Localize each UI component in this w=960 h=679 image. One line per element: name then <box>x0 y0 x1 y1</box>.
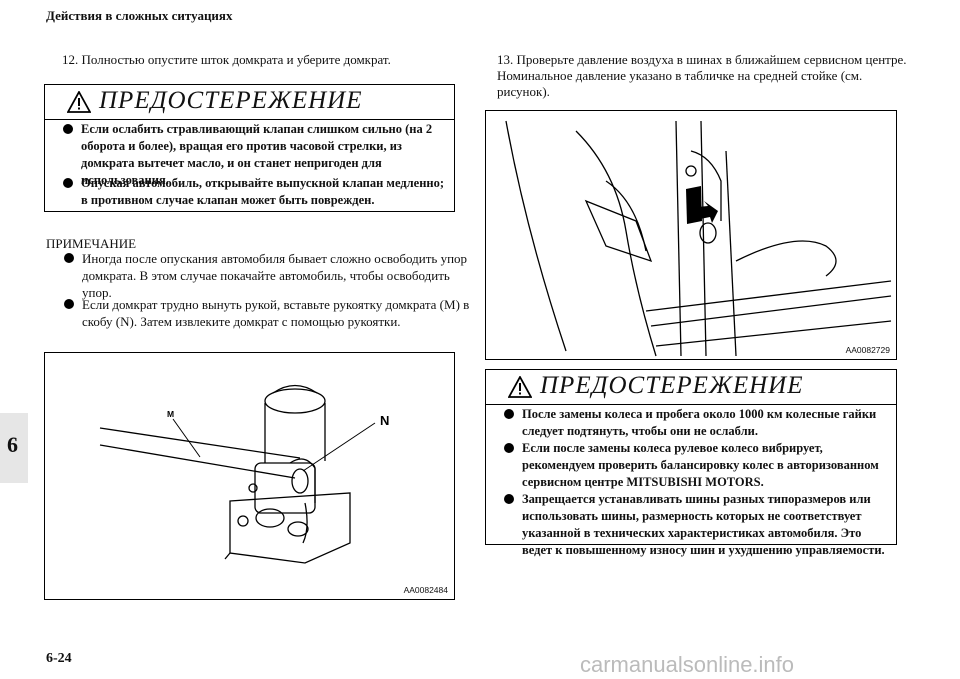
bullet-icon <box>63 124 73 134</box>
bullet-icon <box>64 253 74 263</box>
warning-item-text: Опуская автомобиль, открывайте выпускной… <box>81 176 445 207</box>
warning-item: Запрещается устанавливать шины разных ти… <box>500 491 888 559</box>
door-pillar-illustration: AA0082729 <box>485 110 897 360</box>
note-title: ПРИМЕЧАНИЕ <box>46 236 137 251</box>
figure-code: AA0082484 <box>403 585 448 595</box>
note-item: Иногда после опускания автомобиля бывает… <box>62 250 482 301</box>
warning-header: ПРЕДОСТЕРЕЖЕНИЕ <box>486 370 896 405</box>
note-item: Если домкрат трудно вынуть рукой, вставь… <box>62 296 482 330</box>
page-header: Действия в сложных ситуациях <box>46 8 233 23</box>
door-pillar-drawing <box>505 120 892 357</box>
bullet-icon <box>504 443 514 453</box>
jack-illustration: M N AA0082484 <box>44 352 455 600</box>
warning-item: Опуская автомобиль, открывайте выпускной… <box>59 175 446 209</box>
chapter-tab <box>0 413 28 483</box>
warning-item-text: Запрещается устанавливать шины разных ти… <box>522 492 885 557</box>
bullet-icon <box>504 494 514 504</box>
watermark: carmanualsonline.info <box>580 652 795 677</box>
jack-drawing: M N <box>99 384 389 564</box>
warning-triangle-icon <box>508 376 532 398</box>
warning-item: После замены колеса и пробега около 1000… <box>500 406 888 440</box>
bullet-icon <box>504 409 514 419</box>
bullet-icon <box>63 178 73 188</box>
figure-code: AA0082729 <box>845 345 890 355</box>
warning-triangle-icon <box>67 91 91 113</box>
warning-box-right: ПРЕДОСТЕРЕЖЕНИЕ После замены колеса и пр… <box>485 369 897 557</box>
step-13: 13. Проверьте давление воздуха в шинах в… <box>497 52 907 99</box>
warning-item-text: Если после замены колеса рулевое колесо … <box>522 441 879 489</box>
warning-item: Если ослабить стравливающий клапан слишк… <box>59 121 446 189</box>
warning-item: Если после замены колеса рулевое колесо … <box>500 440 888 491</box>
warning-title: ПРЕДОСТЕРЕЖЕНИЕ <box>540 372 804 399</box>
warning-header: ПРЕДОСТЕРЕЖЕНИЕ <box>45 85 454 120</box>
warning-box-left: ПРЕДОСТЕРЕЖЕНИЕ Если ослабить стравливаю… <box>44 84 455 212</box>
page-number: 6-24 <box>46 651 72 666</box>
warning-item-text: Если ослабить стравливающий клапан слишк… <box>81 122 433 187</box>
bullet-icon <box>64 299 74 309</box>
chapter-number: 6 <box>7 432 18 457</box>
warning-title: ПРЕДОСТЕРЕЖЕНИЕ <box>99 87 363 114</box>
label-m: M <box>167 409 174 419</box>
step-12: 12. Полностью опустите шток домкрата и у… <box>62 52 391 67</box>
note-item-text: Иногда после опускания автомобиля бывает… <box>82 251 468 300</box>
warning-item-text: После замены колеса и пробега около 1000… <box>522 407 877 438</box>
label-n: N <box>380 413 389 428</box>
note-item-text: Если домкрат трудно вынуть рукой, вставь… <box>82 297 470 329</box>
